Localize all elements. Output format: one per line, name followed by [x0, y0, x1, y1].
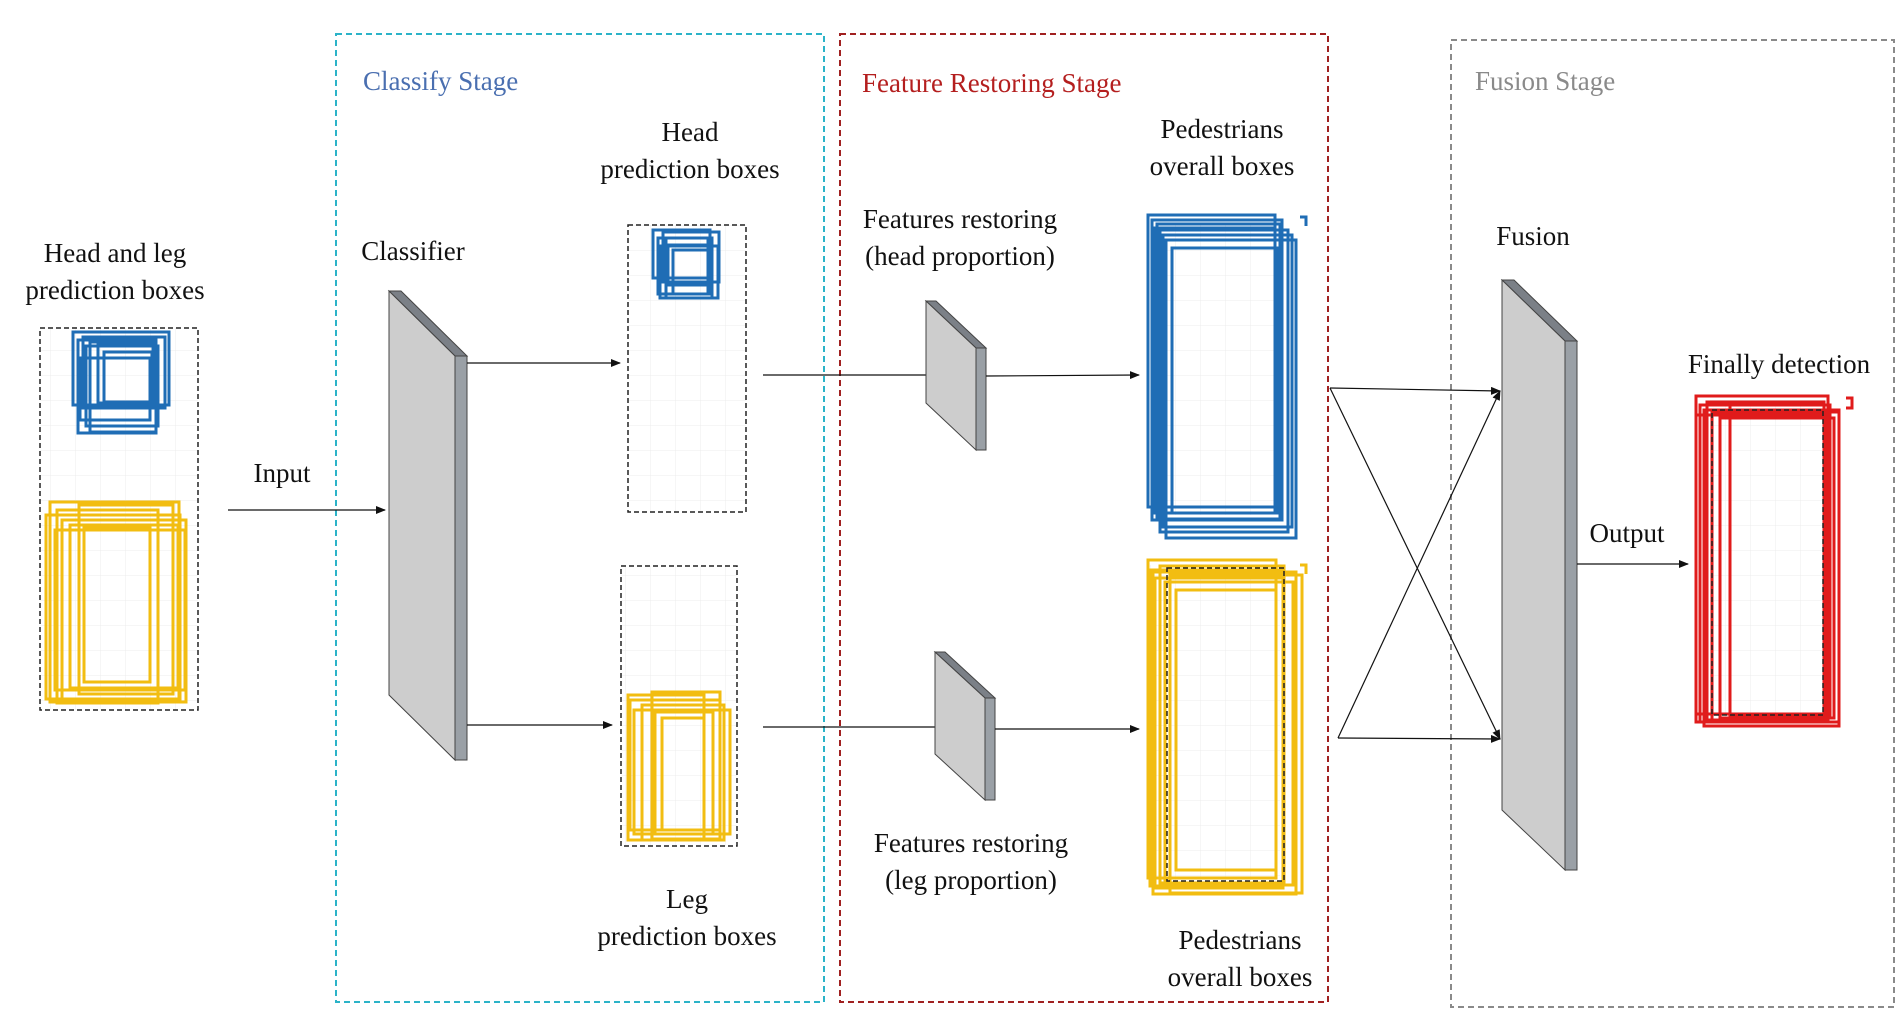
final-detection-boxes [1694, 394, 1854, 728]
output-label: Output [1589, 518, 1665, 548]
ped-top-label-line2: overall boxes [1150, 151, 1295, 181]
leg-boxes-label-line1: Leg [666, 884, 708, 914]
classify-stage: Classify Stage [335, 33, 825, 1003]
head-boxes-label-line2: prediction boxes [600, 154, 779, 184]
classify-stage-frame [335, 33, 825, 1003]
fusion-stage: Fusion Stage [1450, 39, 1895, 1008]
final-detection-label: Finally detection [1688, 349, 1871, 379]
input-boxes-label-line1: Head and leg [44, 238, 186, 268]
restore-leg-panel [933, 650, 997, 802]
input-label: Input [254, 458, 311, 488]
classify-stage-title: Classify Stage [363, 66, 518, 96]
fusion-label: Fusion [1496, 221, 1570, 251]
head-grid-area [628, 225, 746, 512]
restore-head-label-line2: (head proportion) [865, 241, 1055, 271]
ped-bottom-label-line1: Pedestrians [1179, 925, 1302, 955]
fusion-stage-title: Fusion Stage [1475, 66, 1615, 96]
restore-head-panel [924, 299, 988, 452]
input-region-frame [39, 327, 199, 711]
head-region-frame [627, 224, 747, 513]
fusion-cross-arrows [1329, 386, 1501, 743]
fusion-panel [1500, 278, 1579, 872]
ped-bottom-label-line2: overall boxes [1168, 962, 1313, 992]
ped-top-label-line1: Pedestrians [1161, 114, 1284, 144]
head-boxes-label-line1: Head [662, 117, 719, 147]
input-head-boxes [71, 330, 171, 435]
classifier-panel [387, 289, 469, 762]
head-boxes [651, 228, 721, 300]
restore-stage-title: Feature Restoring Stage [862, 68, 1121, 98]
input-boxes-label-line2: prediction boxes [25, 275, 204, 305]
input-leg-boxes [44, 500, 188, 705]
input-boxes-group: Head and leg prediction boxes [25, 238, 205, 711]
restore-head-label-line1: Features restoring [863, 204, 1057, 234]
restore-leg-label-line2: (leg proportion) [885, 865, 1057, 895]
classifier-label: Classifier [361, 236, 464, 266]
feature-restoring-stage: Feature Restoring Stage [839, 33, 1329, 1003]
ped-top-boxes [1146, 213, 1308, 540]
restore-stage-frame [839, 33, 1329, 1003]
ped-bottom-boxes [1146, 558, 1308, 896]
head-prediction-group: Head prediction boxes [600, 117, 780, 513]
fusion-stage-frame [1450, 39, 1895, 1008]
restore-head-to-ped-arrow [985, 371, 1140, 380]
leg-boxes [626, 690, 732, 842]
restore-leg-label-line1: Features restoring [874, 828, 1068, 858]
leg-boxes-label-line2: prediction boxes [597, 921, 776, 951]
leg-region-frame [620, 565, 738, 847]
leg-prediction-group: Leg prediction boxes [597, 565, 777, 951]
